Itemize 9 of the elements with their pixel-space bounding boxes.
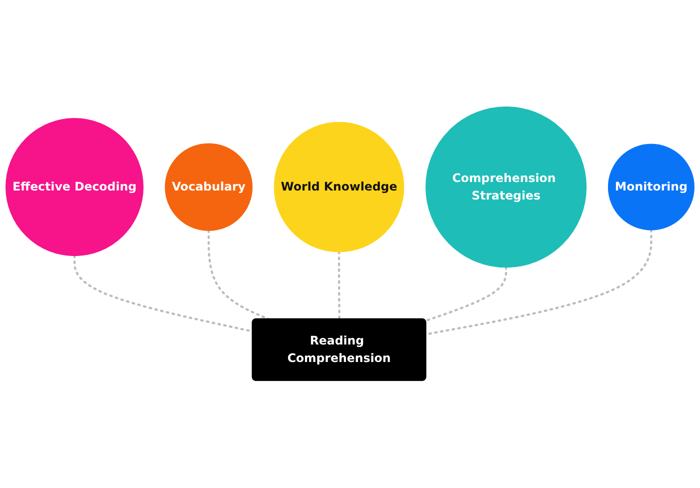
connector — [425, 229, 652, 336]
connector — [208, 230, 270, 320]
node-circle: Effective Decoding — [6, 118, 144, 256]
connector — [424, 266, 508, 322]
node-circle: Monitoring — [608, 144, 694, 231]
connector — [338, 251, 340, 320]
node-circle: Comprehension Strategies — [426, 106, 587, 268]
node-circle: Vocabulary — [164, 144, 253, 232]
node-circle: World Knowledge — [274, 122, 404, 252]
